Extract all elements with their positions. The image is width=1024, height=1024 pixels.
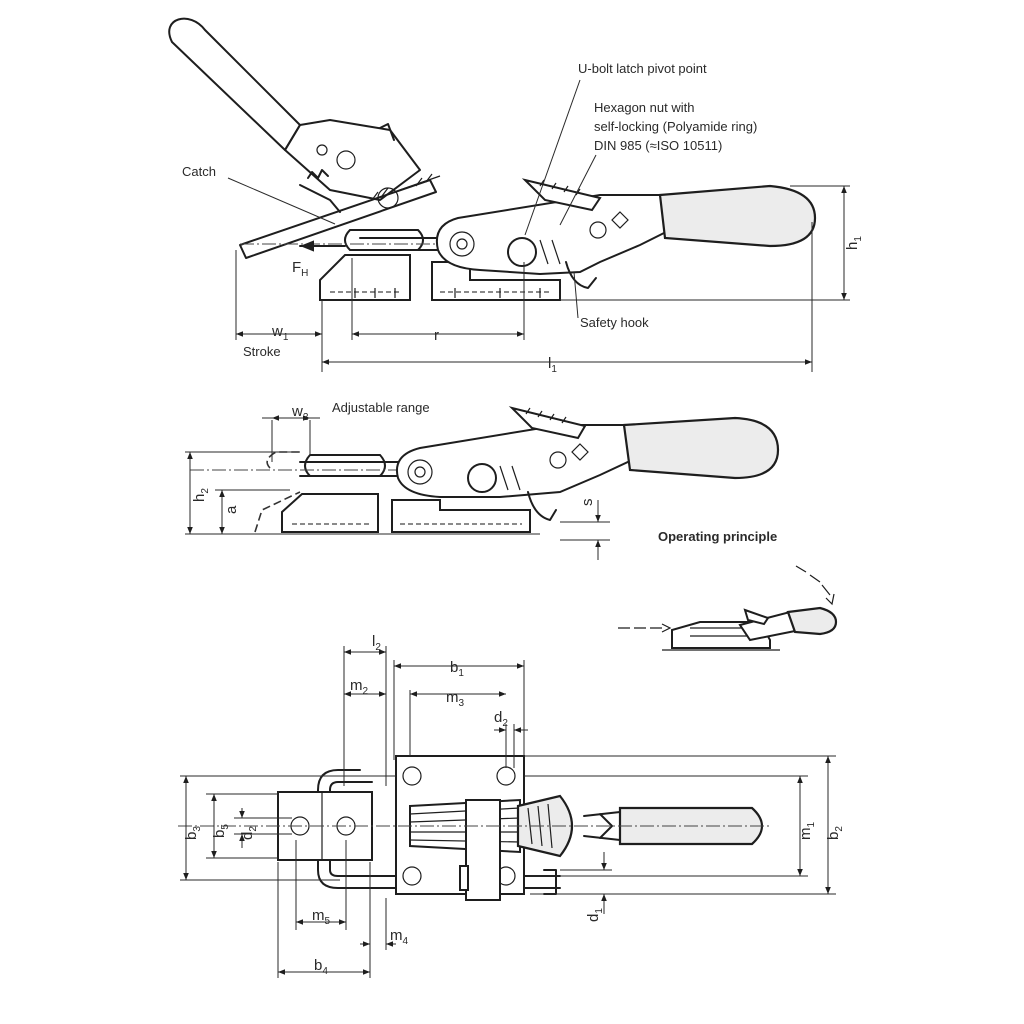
handle-grip [658, 184, 817, 248]
clamp-lever [436, 194, 672, 276]
dim-m1: m1 [797, 822, 817, 841]
open-latch-outline [239, 173, 441, 259]
dim-b3: b3 [183, 826, 203, 840]
dim-l1: l1 [548, 355, 557, 375]
label-stroke: Stroke [243, 344, 281, 359]
dim-h2: h2 [191, 488, 211, 502]
dim-w2: w2 [291, 403, 309, 423]
dim-m4: m4 [390, 927, 409, 947]
dim-force: FH [292, 259, 308, 279]
safety-hook [565, 261, 597, 289]
trigger [521, 178, 602, 212]
dim-m3: m3 [446, 689, 465, 709]
label-safety-hook: Safety hook [580, 315, 649, 330]
catch-base [319, 254, 411, 301]
dim-d2-top: d2 [494, 709, 508, 729]
dim-b5: b5 [211, 824, 231, 838]
dim-d2-left: d2 [239, 826, 259, 840]
adjust-ghost [266, 451, 300, 469]
operating-principle-sketch [618, 565, 838, 651]
dashed-arrow-icon [618, 565, 835, 633]
dim-s: s [579, 499, 596, 507]
dim-h1: h1 [844, 236, 864, 250]
label-operating-principle: Operating principle [658, 529, 777, 544]
top-view [178, 755, 770, 901]
label-adjustable-range: Adjustable range [332, 400, 430, 415]
label-hex-nut-line3: DIN 985 (≈ISO 10511) [594, 138, 722, 153]
label-u-bolt-pivot: U-bolt latch pivot point [578, 61, 707, 76]
dim-b1: b1 [450, 659, 464, 679]
side-view-closed [168, 17, 817, 301]
label-catch: Catch [182, 164, 216, 179]
dimensions-view-1 [235, 185, 850, 372]
catch-block-top [277, 791, 373, 861]
label-hex-nut-line2: self-locking (Polyamide ring) [594, 119, 757, 134]
label-hex-nut-line1: Hexagon nut with [594, 100, 694, 115]
dimensions-view-2 [185, 415, 610, 560]
catch-bar [344, 229, 424, 251]
dim-r: r [434, 327, 439, 344]
dim-m5: m5 [312, 907, 331, 927]
open-handle-outline [168, 17, 421, 213]
dim-d1: d1 [585, 908, 605, 922]
dim-b2: b2 [825, 826, 845, 840]
dim-l2: l2 [372, 633, 381, 653]
dim-a: a [223, 505, 240, 514]
side-view-adjustable [190, 406, 780, 533]
callout-leaders-1 [227, 79, 597, 319]
hex-nut [507, 237, 537, 267]
dim-b4: b4 [314, 957, 328, 977]
dim-w1: w1 [271, 323, 289, 343]
dimensions-view-3 [180, 646, 836, 978]
dim-m2: m2 [350, 677, 369, 697]
